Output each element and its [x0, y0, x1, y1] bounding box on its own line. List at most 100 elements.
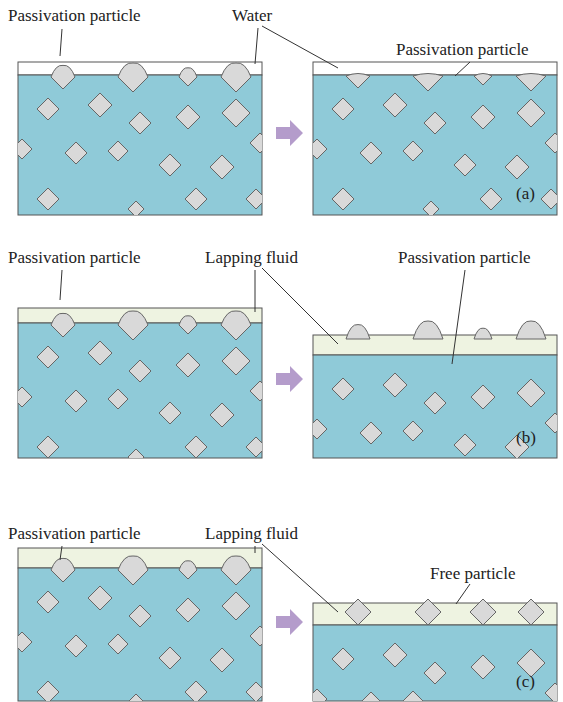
process-arrow	[276, 366, 303, 392]
particle	[128, 201, 144, 217]
particle	[360, 692, 382, 702]
particle	[332, 378, 354, 400]
particle	[176, 353, 200, 377]
particle	[360, 142, 382, 164]
particle	[383, 93, 407, 117]
particle	[480, 188, 502, 210]
particle	[179, 561, 197, 579]
particle	[37, 681, 59, 702]
particle	[307, 689, 327, 702]
particle	[403, 691, 423, 702]
leader-line	[456, 584, 470, 604]
particle	[541, 469, 561, 489]
particle	[118, 63, 148, 92]
part-label: Passivation particle	[8, 524, 141, 544]
particle	[360, 422, 382, 444]
specimen-block	[307, 321, 563, 497]
particle	[185, 681, 207, 702]
workpiece-body	[18, 323, 262, 458]
particle	[210, 155, 234, 179]
panel-label: (b)	[516, 428, 536, 448]
particle	[471, 655, 495, 679]
process-arrow	[276, 609, 303, 635]
particle	[307, 419, 327, 439]
particle	[246, 189, 266, 209]
particle	[332, 188, 354, 210]
particle	[250, 133, 270, 153]
particle	[545, 413, 563, 433]
particle	[474, 328, 492, 339]
particle	[383, 373, 407, 397]
particle-field	[307, 93, 563, 217]
particle	[470, 599, 496, 625]
particle	[545, 683, 563, 702]
particle	[403, 421, 423, 441]
particle	[37, 591, 59, 613]
leader-line	[255, 28, 258, 64]
fluid-layer	[313, 62, 557, 75]
particle	[37, 98, 59, 120]
particle	[424, 662, 446, 684]
particle	[185, 188, 207, 210]
specimen-block	[12, 548, 270, 702]
particle	[518, 599, 544, 625]
particle	[332, 468, 354, 490]
particle	[516, 321, 546, 339]
particle	[250, 626, 270, 646]
particle	[221, 63, 251, 92]
particle	[129, 360, 151, 382]
particle	[246, 437, 266, 457]
specimen-block	[307, 599, 563, 702]
particle	[210, 648, 234, 672]
particle	[51, 65, 75, 89]
particle	[12, 387, 32, 407]
leader-line	[262, 268, 338, 344]
part-label: Passivation particle	[396, 40, 529, 60]
particle	[424, 392, 446, 414]
leader-line	[262, 544, 338, 612]
particle	[454, 154, 476, 176]
particle	[65, 390, 87, 412]
particle	[51, 313, 75, 337]
particle	[222, 592, 250, 620]
particle	[210, 403, 234, 427]
particle	[505, 155, 529, 179]
particle-field	[307, 373, 563, 497]
workpiece-body	[313, 75, 557, 215]
particle	[65, 142, 87, 164]
particle	[159, 154, 181, 176]
particle	[128, 449, 144, 465]
particle	[346, 325, 370, 339]
leader-line	[255, 546, 256, 553]
particle	[108, 389, 128, 409]
particle	[517, 99, 545, 127]
particle-field	[12, 586, 270, 702]
particle	[176, 105, 200, 129]
particle	[185, 436, 207, 458]
part-label: Lapping fluid	[205, 248, 298, 268]
particle	[12, 632, 32, 652]
particle	[250, 381, 270, 401]
particle	[222, 99, 250, 127]
panel-label: (c)	[516, 672, 535, 692]
particle	[332, 98, 354, 120]
particle	[51, 558, 75, 582]
panel-label: (a)	[516, 184, 535, 204]
part-label: Water	[232, 6, 272, 26]
particle	[517, 379, 545, 407]
particle	[332, 648, 354, 670]
workpiece-body	[18, 568, 262, 701]
particle	[545, 133, 563, 153]
particle	[424, 112, 446, 134]
particle	[88, 93, 112, 117]
particle	[118, 556, 148, 585]
particle	[65, 635, 87, 657]
particle	[88, 341, 112, 365]
particle	[108, 634, 128, 654]
particle	[403, 141, 423, 161]
particle	[37, 188, 59, 210]
particle	[345, 599, 371, 625]
part-label: Free particle	[430, 564, 515, 584]
particle	[246, 682, 266, 702]
